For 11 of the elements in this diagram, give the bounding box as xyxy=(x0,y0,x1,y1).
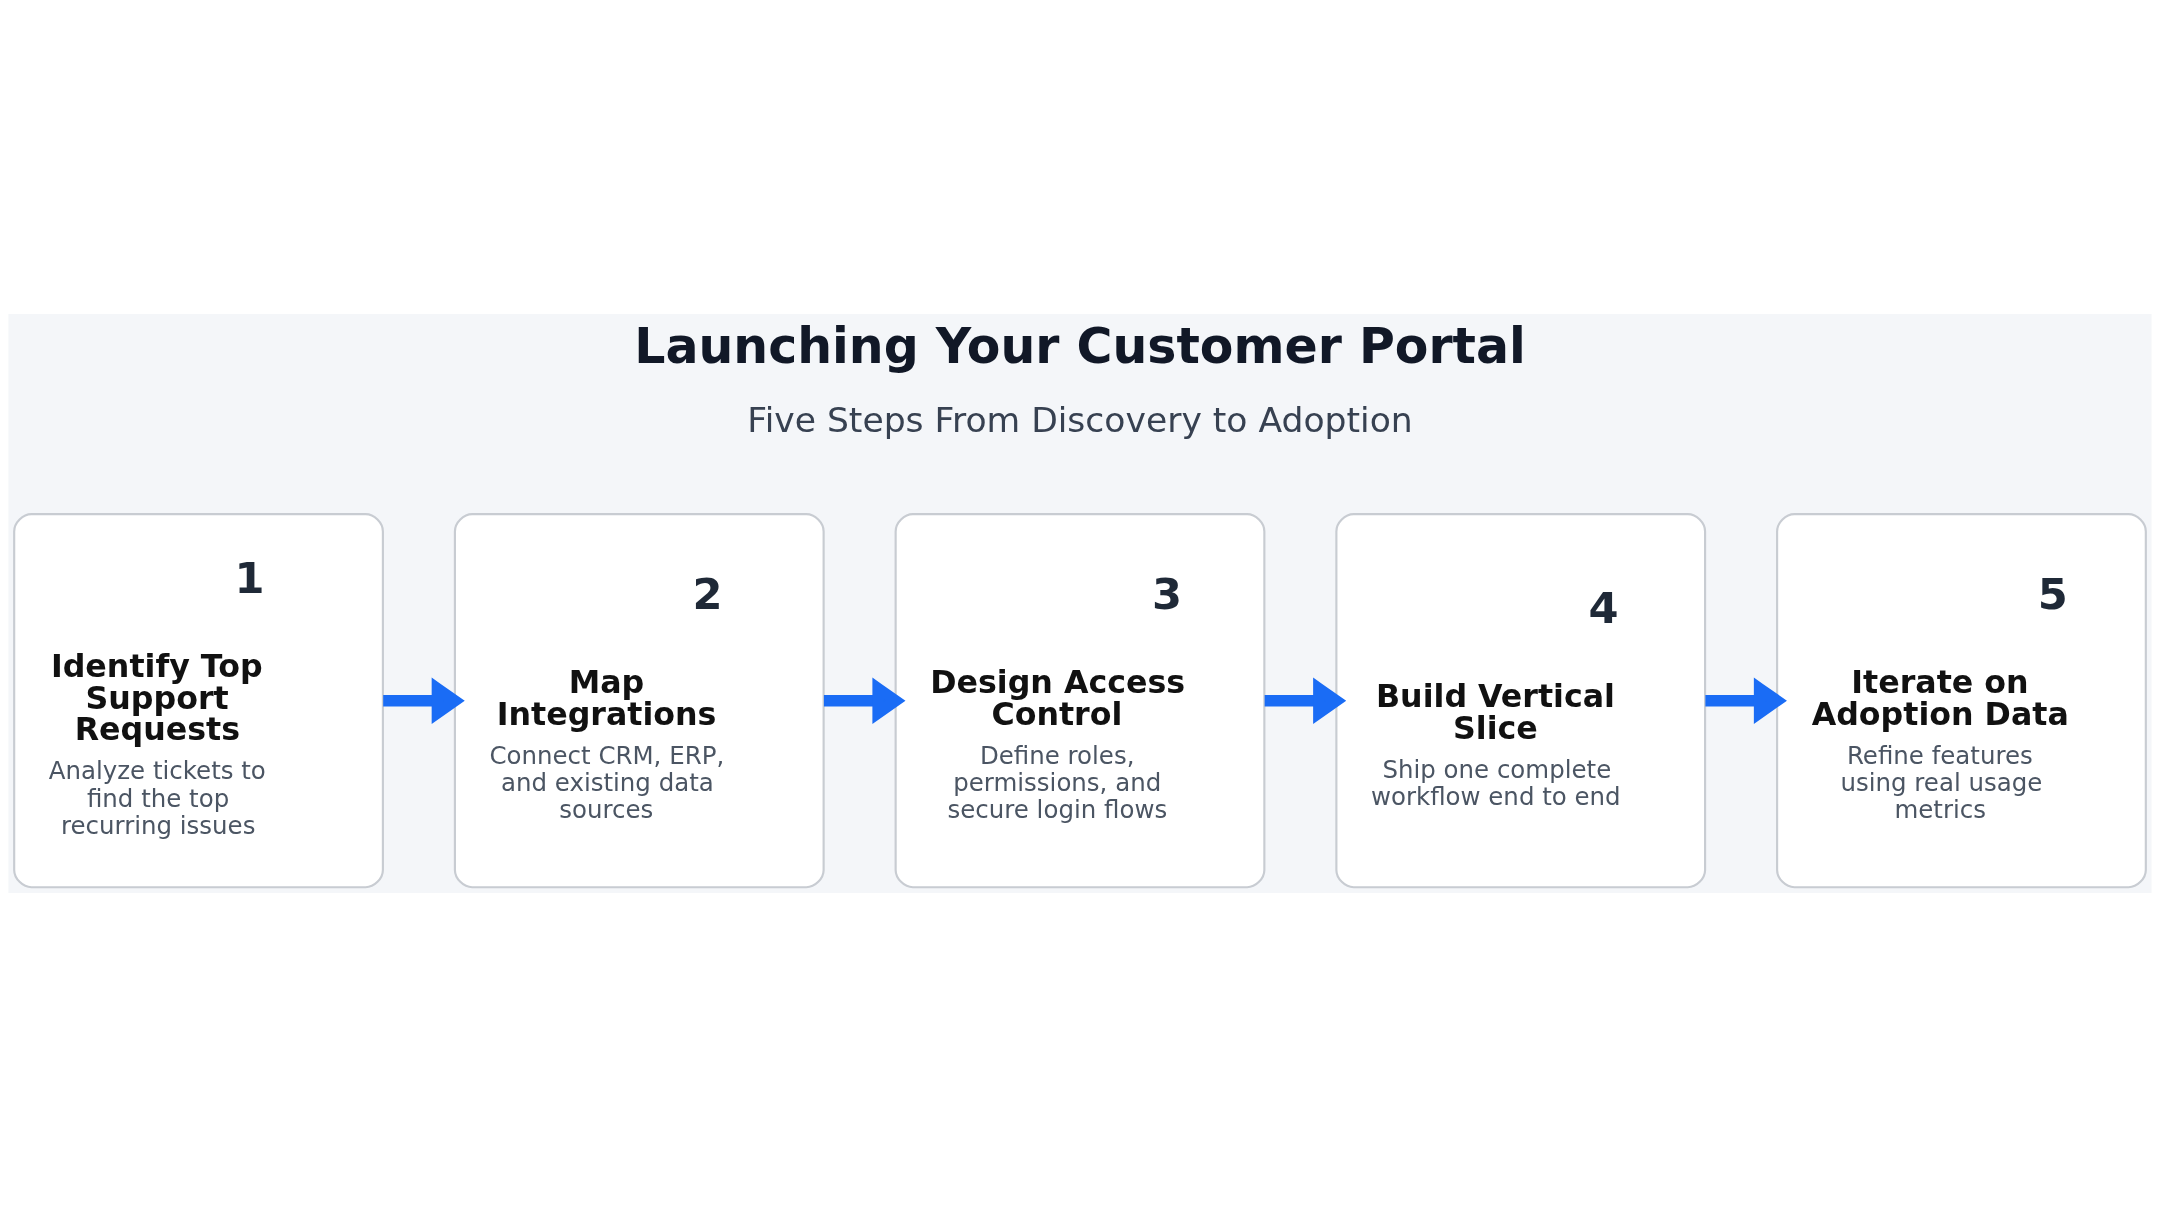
diagram-title: Launching Your Customer Portal xyxy=(634,317,1526,375)
node-box: 5 Iterate on Adoption Data Refine features using real usage metrics xyxy=(1776,512,2147,888)
arrow xyxy=(383,677,465,724)
arrow xyxy=(823,677,906,724)
arrow xyxy=(1705,677,1787,724)
node-box: 2 Map Integrations Connect CRM, ERP, and existing data sources xyxy=(453,512,825,888)
node-box: 1 Identify Top Support Requests Analyze tickets to find the top recurring issues xyxy=(13,512,384,888)
arrow xyxy=(1264,677,1347,724)
label: Five Steps From Discovery to Adoption xyxy=(747,399,1413,440)
node-box: 4 Build Vertical Slice Ship one complete workflow end to end xyxy=(1335,512,1707,888)
node-box: 3 Design Access Control Define roles, permissions, and secure login flows xyxy=(894,512,1266,888)
